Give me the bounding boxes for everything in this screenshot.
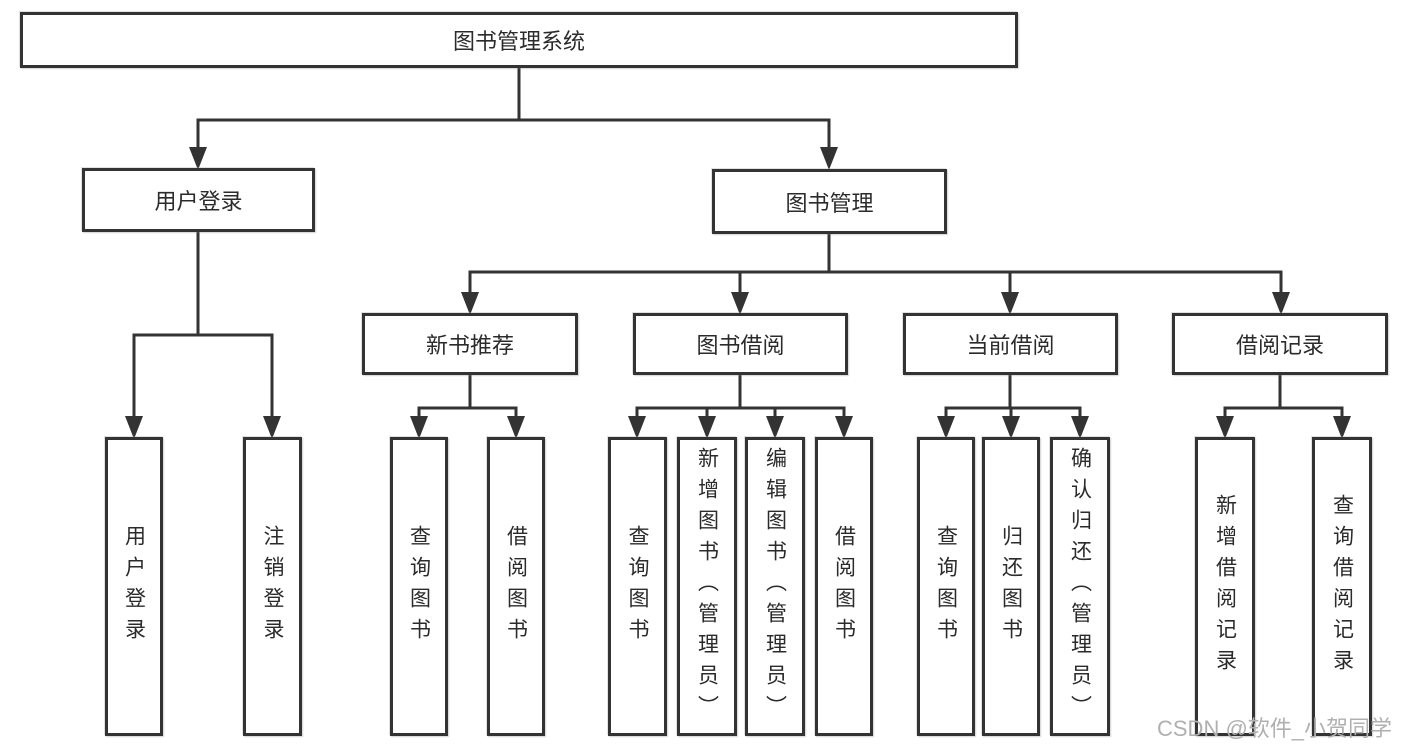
leaf-add-books-admin-label: 新增图书（管理员） (695, 447, 719, 726)
leaf-borrow-books-1-label: 借阅图书 (504, 524, 528, 649)
node-new-book-recommend: 新书推荐 (362, 313, 578, 375)
leaf-borrow-books-2: 借阅图书 (815, 437, 873, 736)
leaf-return-books: 归还图书 (982, 437, 1040, 736)
leaf-query-borrow-record-label: 查询借阅记录 (1330, 493, 1354, 680)
leaf-add-borrow-record: 新增借阅记录 (1195, 437, 1255, 736)
leaf-user-login-label: 用户登录 (122, 524, 146, 649)
leaf-add-books-admin: 新增图书（管理员） (677, 437, 737, 736)
node-root-system: 图书管理系统 (20, 12, 1018, 68)
leaf-confirm-return-admin: 确认归还（管理员） (1050, 437, 1110, 736)
leaf-add-borrow-record-label: 新增借阅记录 (1213, 493, 1237, 680)
node-book-borrowing: 图书借阅 (633, 313, 848, 375)
node-borrow-records: 借阅记录 (1172, 313, 1388, 375)
leaf-user-login: 用户登录 (105, 437, 163, 736)
leaf-confirm-return-admin-label: 确认归还（管理员） (1068, 447, 1092, 726)
leaf-edit-books-admin: 编辑图书（管理员） (745, 437, 805, 736)
node-user-login: 用户登录 (82, 168, 315, 232)
leaf-query-books-3-label: 查询图书 (934, 524, 958, 649)
csdn-watermark: CSDN @软件_小贺同学 (1157, 716, 1393, 741)
node-user-login-label: 用户登录 (154, 189, 243, 214)
node-borrow-records-label: 借阅记录 (1235, 333, 1324, 358)
node-book-management-label: 图书管理 (785, 190, 874, 216)
leaf-query-books-2-label: 查询图书 (626, 524, 649, 649)
leaf-query-borrow-record: 查询借阅记录 (1312, 437, 1372, 736)
leaf-borrow-books-2-label: 借阅图书 (832, 524, 856, 649)
leaf-query-books-2: 查询图书 (608, 437, 667, 736)
leaf-logout-label: 注销登录 (261, 524, 284, 649)
leaf-borrow-books-1: 借阅图书 (487, 437, 545, 736)
leaf-return-books-label: 归还图书 (999, 524, 1023, 649)
leaf-edit-books-admin-label: 编辑图书（管理员） (763, 447, 787, 726)
leaf-query-books-3: 查询图书 (917, 437, 975, 736)
leaf-query-books-1-label: 查询图书 (407, 524, 431, 649)
node-book-borrowing-label: 图书借阅 (696, 333, 785, 358)
node-current-borrowing: 当前借阅 (903, 313, 1118, 375)
node-root-label: 图书管理系统 (452, 29, 585, 54)
leaf-logout: 注销登录 (243, 437, 302, 736)
node-current-borrowing-label: 当前借阅 (966, 333, 1055, 358)
node-book-management: 图书管理 (712, 169, 947, 234)
node-new-book-recommend-label: 新书推荐 (425, 333, 514, 358)
leaf-query-books-1: 查询图书 (390, 437, 448, 736)
